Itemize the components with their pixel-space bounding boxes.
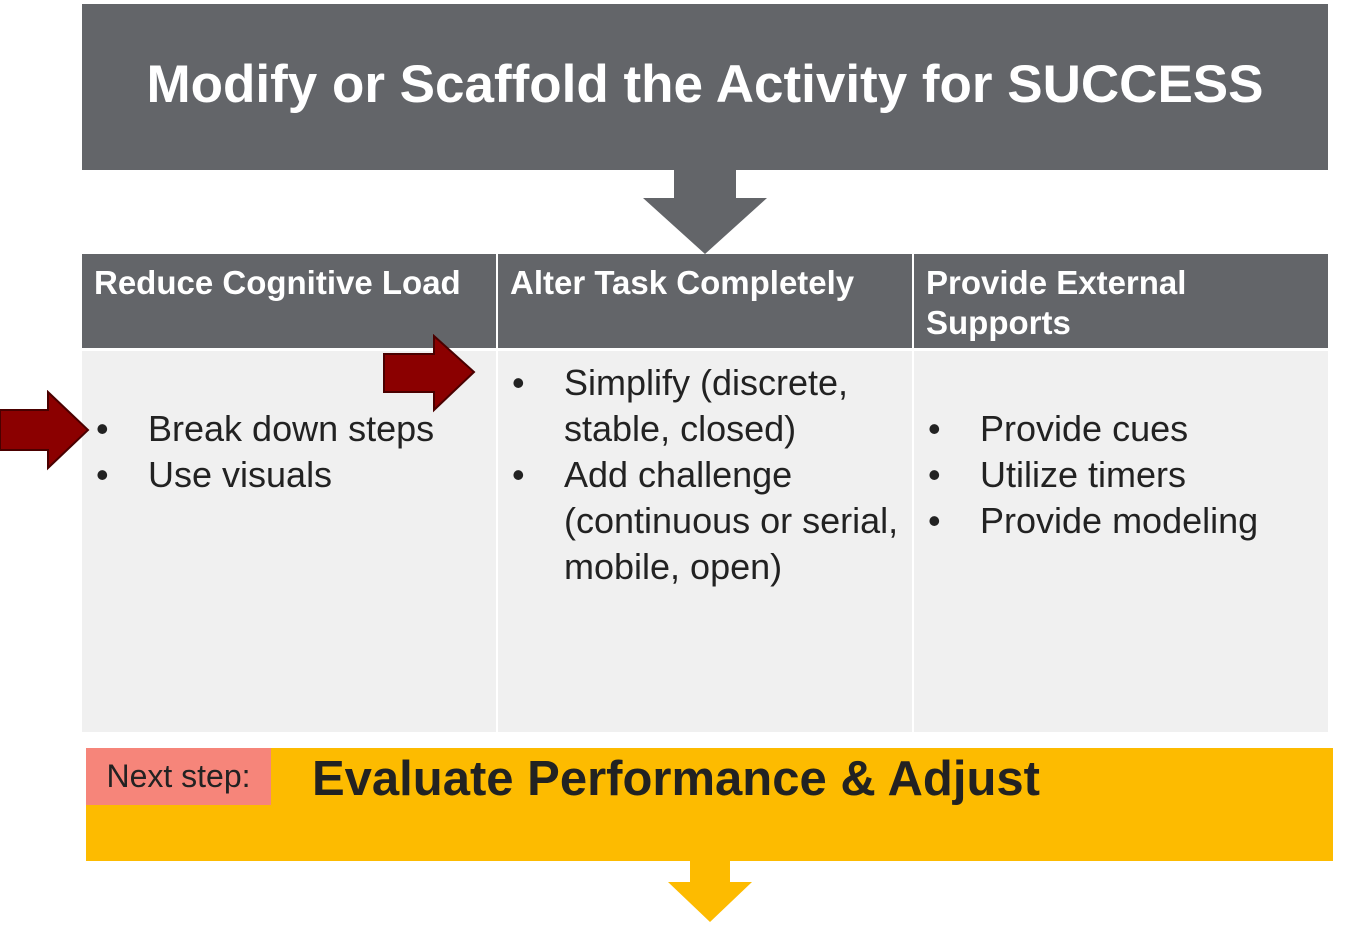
column-header: Provide External Supports xyxy=(914,254,1328,348)
right-arrow-icon xyxy=(383,334,476,413)
list-item: Simplify (discrete, stable, closed) xyxy=(498,360,904,452)
column-body: Simplify (discrete, stable, closed) Add … xyxy=(498,351,912,732)
column-header: Alter Task Completely xyxy=(498,254,912,348)
list-item: Add challenge (continuous or serial, mob… xyxy=(498,452,904,590)
column-body: Provide cues Utilize timers Provide mode… xyxy=(914,351,1328,732)
column-provide-external-supports: Provide External Supports Provide cues U… xyxy=(914,254,1328,732)
list-item: Break down steps xyxy=(82,406,488,452)
strategy-table: Reduce Cognitive Load Break down steps U… xyxy=(82,254,1328,732)
column-alter-task-completely: Alter Task Completely Simplify (discrete… xyxy=(498,254,912,732)
list-item: Provide modeling xyxy=(914,498,1320,544)
bullet-list: Provide cues Utilize timers Provide mode… xyxy=(914,406,1320,544)
down-arrow-icon xyxy=(643,168,767,254)
title-banner: Modify or Scaffold the Activity for SUCC… xyxy=(82,4,1328,170)
column-header: Reduce Cognitive Load xyxy=(82,254,496,348)
list-item: Use visuals xyxy=(82,452,488,498)
right-arrow-icon xyxy=(0,390,90,471)
list-item: Provide cues xyxy=(914,406,1320,452)
next-step-label: Next step: xyxy=(86,748,271,805)
banner-title: Modify or Scaffold the Activity for SUCC… xyxy=(146,55,1264,114)
bullet-list: Simplify (discrete, stable, closed) Add … xyxy=(498,360,904,590)
next-step-bar: Next step: Evaluate Performance & Adjust xyxy=(86,748,1333,861)
bullet-list: Break down steps Use visuals xyxy=(82,406,488,498)
column-body: Break down steps Use visuals xyxy=(82,351,496,732)
next-step-title: Evaluate Performance & Adjust xyxy=(312,752,1040,806)
column-reduce-cognitive-load: Reduce Cognitive Load Break down steps U… xyxy=(82,254,496,732)
list-item: Utilize timers xyxy=(914,452,1320,498)
down-arrow-icon xyxy=(668,858,752,922)
